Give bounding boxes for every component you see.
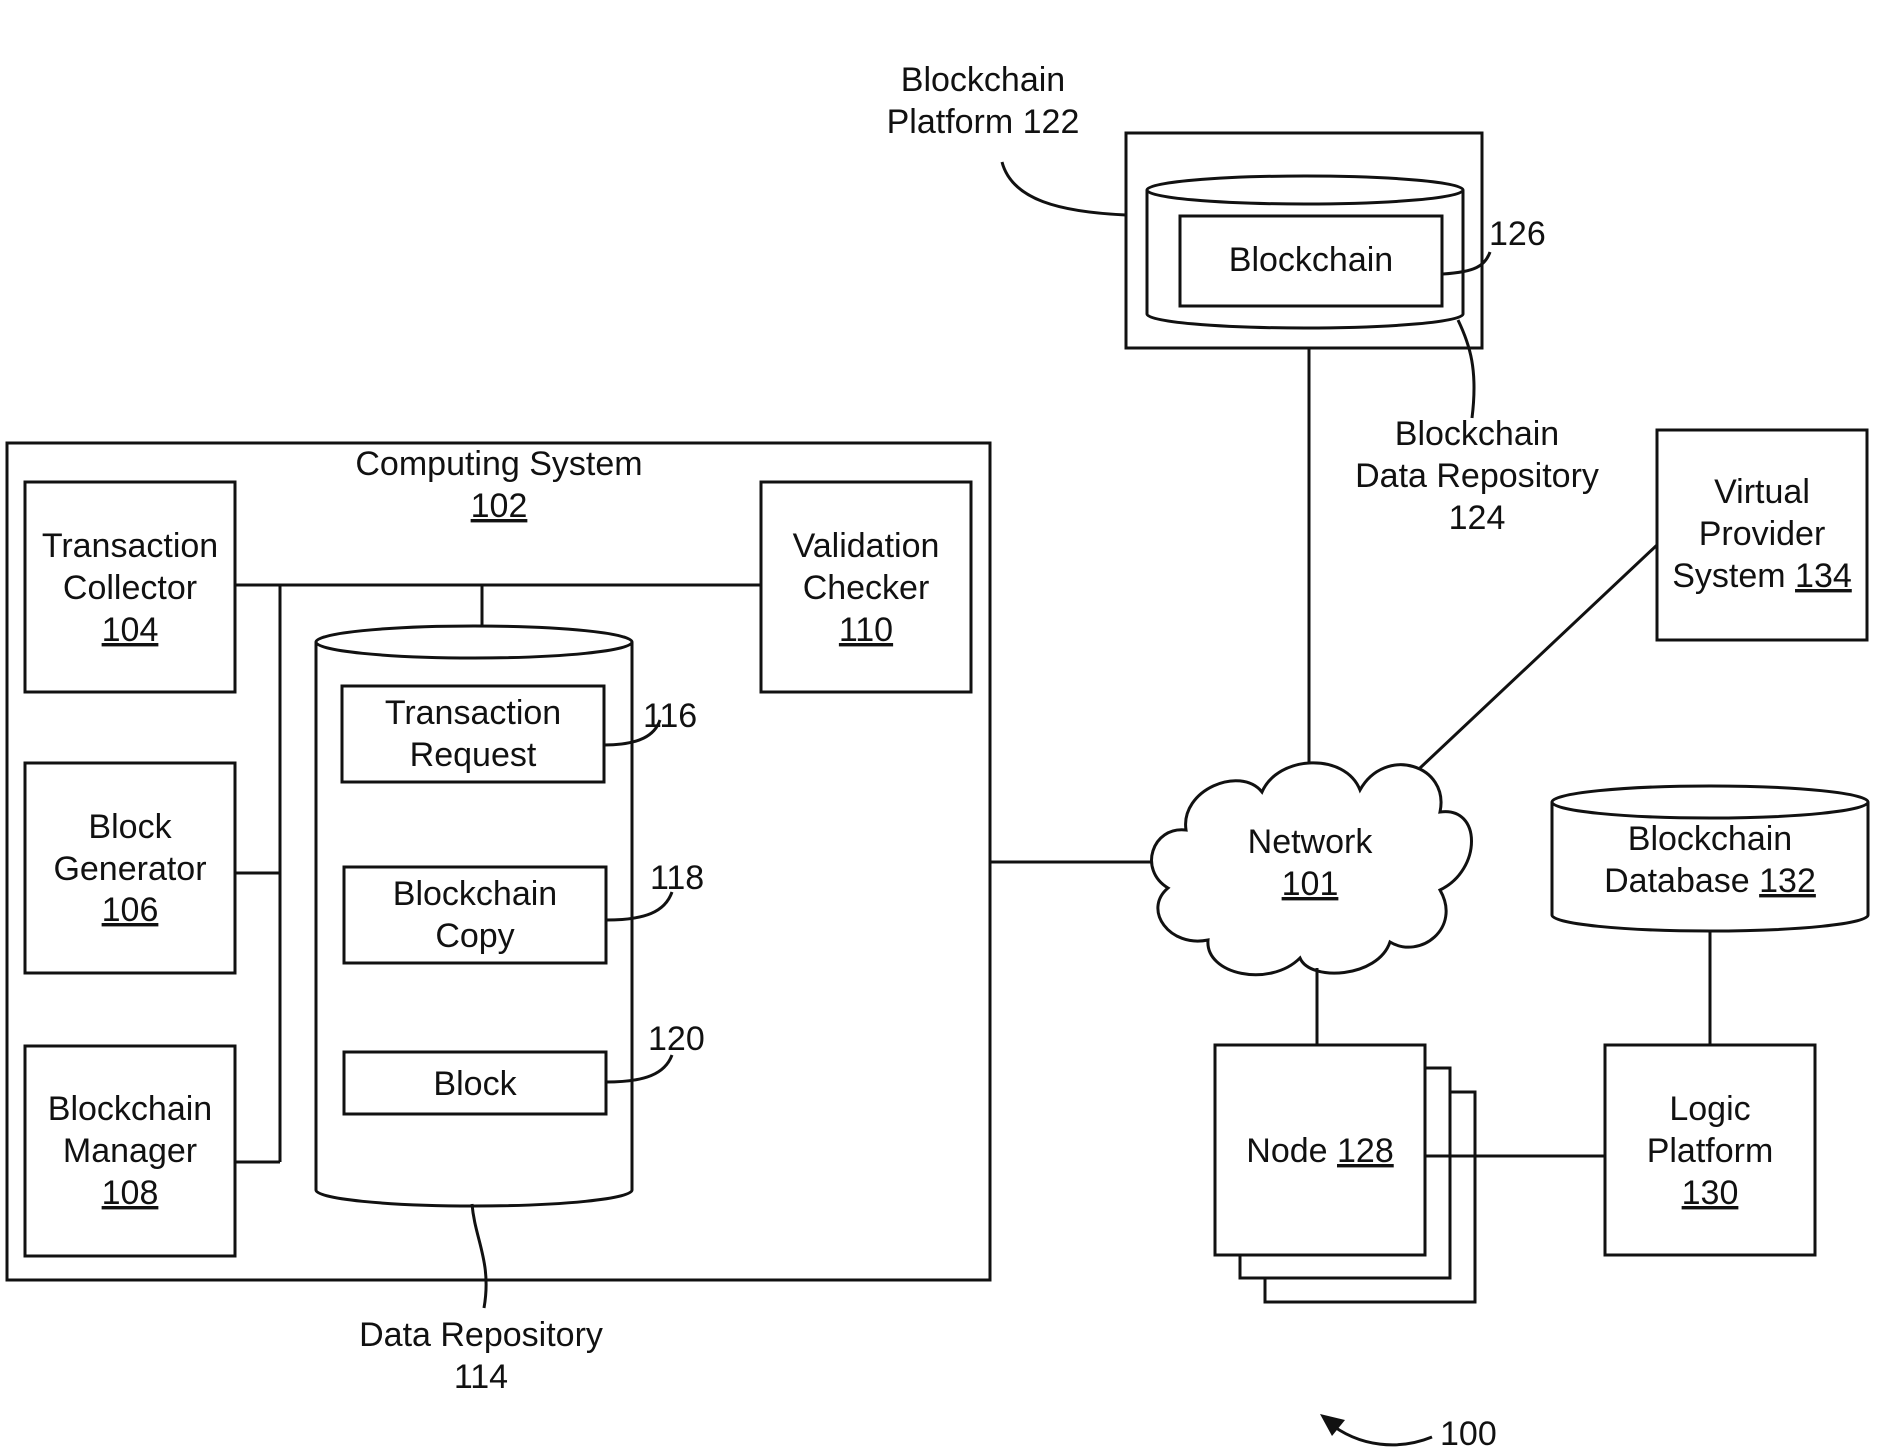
- block-generator-line2: Generator: [53, 850, 206, 888]
- block-ref: 120: [648, 1020, 705, 1058]
- blockchain-database-line2: Database 132: [1604, 862, 1816, 900]
- logic-platform-line2: Platform: [1647, 1132, 1774, 1170]
- blockchain-manager-line2: Manager: [63, 1132, 197, 1170]
- data-repository-leader: [472, 1204, 486, 1308]
- network-virtual-provider-connector: [1420, 545, 1657, 768]
- validation-checker-ref: 110: [839, 611, 893, 649]
- blockchain-manager-ref: 108: [102, 1174, 159, 1212]
- figure-ref: 100: [1440, 1415, 1497, 1453]
- blockchain-data-repository-line2: Data Repository: [1355, 457, 1599, 495]
- blockchain-data-repository-ref: 124: [1449, 499, 1506, 537]
- figure-ref-arrow: [1328, 1422, 1432, 1445]
- blockchain-ref-126: 126: [1489, 215, 1546, 253]
- blockchain-box-label: Blockchain: [1229, 241, 1393, 279]
- transaction-request-ref: 116: [643, 697, 697, 735]
- data-repository-label: Data Repository: [359, 1316, 603, 1354]
- blockchain-manager-line1: Blockchain: [48, 1090, 212, 1128]
- transaction-collector-line1: Transaction: [42, 527, 218, 565]
- virtual-provider-line1: Virtual: [1714, 473, 1810, 511]
- blockchain-database-cylinder: [1552, 786, 1868, 931]
- virtual-provider-line3: System 134: [1672, 557, 1852, 595]
- data-repository-ref: 114: [454, 1358, 508, 1396]
- logic-platform-ref: 130: [1682, 1174, 1739, 1212]
- transaction-collector-ref: 104: [102, 611, 159, 649]
- blockchain-platform-label-line2: Platform 122: [887, 103, 1080, 141]
- logic-platform-line1: Logic: [1669, 1090, 1750, 1128]
- block-generator-ref: 106: [102, 891, 159, 929]
- network-label: Network: [1248, 823, 1374, 861]
- blockchain-data-repository-line1: Blockchain: [1395, 415, 1559, 453]
- blockchain-copy-ref: 118: [650, 859, 704, 897]
- transaction-request-line1: Transaction: [385, 694, 561, 732]
- virtual-provider-line2: Provider: [1699, 515, 1826, 553]
- computing-system: Computing System 102 Transaction Collect…: [7, 443, 990, 1280]
- blockchain-platform-label-line1: Blockchain: [901, 61, 1065, 99]
- block-label: Block: [433, 1065, 517, 1103]
- transaction-request-line2: Request: [410, 736, 537, 774]
- node-stack: [1215, 1045, 1475, 1302]
- network-ref: 101: [1282, 865, 1339, 903]
- validation-checker-line1: Validation: [793, 527, 940, 565]
- computing-system-label: Computing System: [355, 445, 642, 483]
- block-generator-line1: Block: [88, 808, 172, 846]
- blockchain-database-line1: Blockchain: [1628, 820, 1792, 858]
- node-label: Node 128: [1246, 1132, 1393, 1170]
- transaction-collector-line2: Collector: [63, 569, 197, 607]
- blockchain-platform-leader: [1002, 162, 1126, 215]
- validation-checker-line2: Checker: [803, 569, 930, 607]
- computing-system-ref: 102: [471, 487, 528, 525]
- blockchain-copy-line1: Blockchain: [393, 875, 557, 913]
- blockchain-platform: Blockchain: [1126, 133, 1482, 348]
- blockchain-copy-line2: Copy: [435, 917, 514, 955]
